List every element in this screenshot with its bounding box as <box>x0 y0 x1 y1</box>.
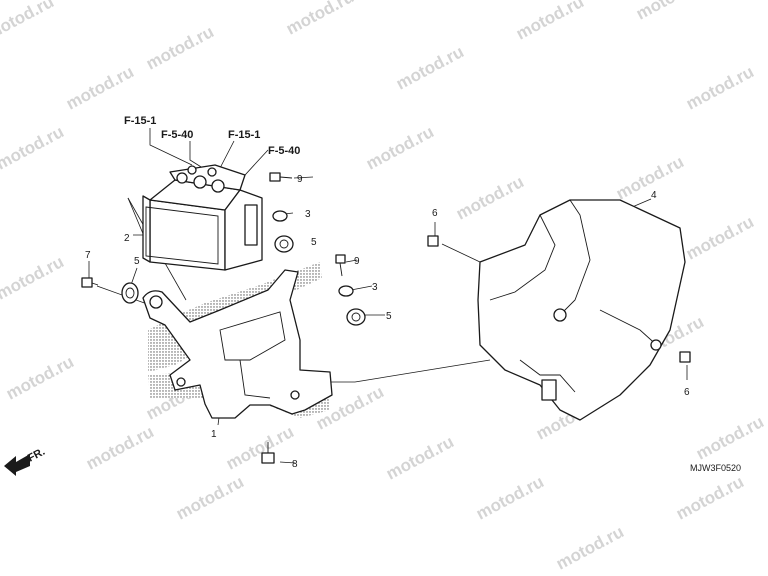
watermark-text: motod.ru <box>673 472 747 523</box>
part-number-7: 7 <box>85 250 91 261</box>
part-number-labels: 1 2 3 3 4 5 5 5 6 6 7 8 9 9 <box>85 174 690 470</box>
bolt-7 <box>81 277 99 288</box>
rubber-mount-left <box>121 282 139 304</box>
callout-ref-3: F-15-1 <box>228 129 260 141</box>
part-number-9: 9 <box>354 256 360 267</box>
watermark-text: motod.ru <box>363 122 437 173</box>
reference-callouts: F-15-1 F-5-40 F-15-1 F-5-40 <box>124 115 300 157</box>
collar-right <box>338 285 354 297</box>
bolt-9-upper <box>269 172 293 182</box>
watermark-text: motod.ru <box>83 422 157 473</box>
watermark-text: motod.ru <box>0 252 67 303</box>
part-number-5: 5 <box>386 311 392 322</box>
watermark-text: motod.ru <box>393 42 467 93</box>
watermark-text: motod.ru <box>143 22 217 73</box>
watermark-text: motod.ru <box>633 0 707 24</box>
watermark-text: motod.ru <box>513 0 587 44</box>
watermark-text: motod.ru <box>693 412 767 463</box>
part-number-6: 6 <box>684 387 690 398</box>
watermark-text: motod.ru <box>223 422 297 473</box>
watermark-text: motod.ru <box>683 212 757 263</box>
part-number-3: 3 <box>372 282 378 293</box>
watermark-text: motod.ru <box>0 122 67 173</box>
watermark-text: motod.ru <box>0 0 57 44</box>
bolt-8 <box>261 442 275 464</box>
callout-ref-2: F-5-40 <box>161 129 193 141</box>
part-number-9: 9 <box>297 174 303 185</box>
watermark-text: motod.ru <box>63 62 137 113</box>
part-number-1: 1 <box>211 429 217 440</box>
watermark-text: motod.ru <box>173 472 247 523</box>
part-number-3: 3 <box>305 209 311 220</box>
abs-modulator-unit <box>142 164 263 271</box>
part-number-4: 4 <box>651 190 657 201</box>
front-direction-marker: FR. <box>4 446 47 476</box>
watermark-text: motod.ru <box>613 152 687 203</box>
watermark-text: motod.ru <box>383 432 457 483</box>
watermark-text: motod.ru <box>683 62 757 113</box>
watermark-text: motod.ru <box>553 522 627 573</box>
watermark-text: motod.ru <box>283 0 357 39</box>
drawing-code: MJW3F0520 <box>690 463 741 473</box>
part-number-5: 5 <box>311 237 317 248</box>
front-direction-label: FR. <box>26 446 47 465</box>
part-number-5: 5 <box>134 256 140 267</box>
bolt-6-right <box>679 351 691 363</box>
callout-ref-1: F-15-1 <box>124 115 156 127</box>
watermark-text: motod.ru <box>473 472 547 523</box>
abs-cover <box>477 199 686 421</box>
watermark-text: motod.ru <box>3 352 77 403</box>
rubber-mount-right <box>346 308 366 326</box>
part-number-6: 6 <box>432 208 438 219</box>
callout-ref-4: F-5-40 <box>268 145 300 157</box>
rubber-mount-upper <box>274 235 294 253</box>
part-number-2: 2 <box>124 233 130 244</box>
abs-mounting-bracket <box>142 269 333 419</box>
bolt-9-right <box>335 254 346 277</box>
watermark-text: motod.ru <box>453 172 527 223</box>
bolt-6-left <box>427 235 439 247</box>
part-number-8: 8 <box>292 459 298 470</box>
collar-upper <box>272 210 288 222</box>
